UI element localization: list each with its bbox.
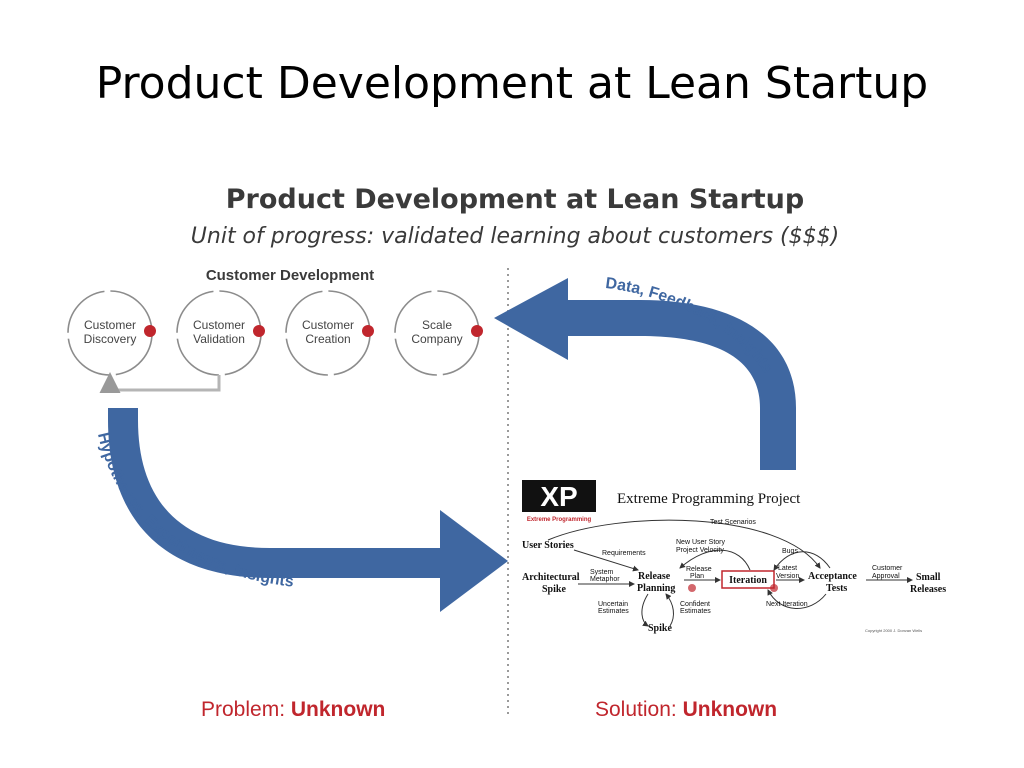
svg-text:Validation: Validation [193, 332, 245, 346]
stop-icon [362, 325, 374, 337]
xp-edge-customer-approval: Customer [872, 565, 903, 572]
stop-icon [471, 325, 483, 337]
customer-development-heading: Customer Development [206, 267, 374, 284]
figure-title: Product Development at Lean Startup [225, 184, 805, 215]
slide-title: Product Development at Lean Startup [95, 58, 929, 109]
stage-customer-validation: Customer Validation [176, 290, 265, 376]
xp-edge-confident-estimates: Confident [680, 601, 710, 608]
stage-customer-creation: Customer Creation [285, 290, 374, 376]
xp-edge-next-iteration: Next Iteration [766, 601, 808, 608]
svg-text:Version: Version [776, 573, 799, 580]
xp-logo-mark [522, 480, 596, 512]
xp-logo: XP Extreme Programming [522, 480, 596, 523]
xp-edge-new-user-story: New User Story [676, 539, 726, 546]
xp-node-iteration: Iteration [729, 575, 767, 586]
solution-label: Solution: Unknown [595, 698, 778, 721]
svg-text:Metaphor: Metaphor [590, 576, 620, 583]
xp-edge-test-scenarios: Test Scenarios [710, 519, 756, 526]
svg-text:Scale: Scale [422, 318, 452, 332]
xp-edge-latest-version: Latest [778, 565, 797, 572]
loop-back-arrow [99, 372, 221, 393]
svg-text:Releases: Releases [910, 584, 946, 595]
svg-text:XP: XP [540, 481, 577, 512]
xp-edge-requirements: Requirements [602, 550, 646, 557]
xp-title: Extreme Programming Project [617, 491, 801, 507]
xp-node-acceptance-tests: Acceptance [808, 571, 857, 582]
stop-icon [253, 325, 265, 337]
svg-text:Plan: Plan [690, 573, 704, 580]
problem-label: Problem: Unknown [201, 698, 386, 721]
xp-flow-diagram: User Stories Architectural Spike Release… [522, 519, 946, 634]
svg-text:Planning: Planning [637, 583, 675, 594]
stop-icon [144, 325, 156, 337]
svg-text:Spike: Spike [542, 584, 566, 595]
svg-text:Extreme Programming: Extreme Programming [527, 517, 592, 523]
hypotheses-arrow [108, 408, 508, 612]
svg-text:Creation: Creation [305, 332, 350, 346]
svg-text:Estimates: Estimates [598, 608, 629, 615]
svg-text:Approval: Approval [872, 573, 900, 580]
lean-startup-figure: Product Development at Lean Startup Unit… [60, 170, 970, 730]
svg-text:Discovery: Discovery [84, 332, 137, 346]
xp-node-user-stories: User Stories [522, 540, 574, 551]
stage-scale-company: Scale Company [394, 290, 483, 376]
feedback-arrow [494, 278, 796, 470]
xp-edge-bugs: Bugs [782, 548, 798, 555]
stage-customer-discovery: Customer Discovery [67, 290, 156, 376]
xp-edge-release-plan: Release [686, 566, 712, 573]
svg-text:Company: Company [411, 332, 462, 346]
svg-text:Customer: Customer [193, 318, 245, 332]
xp-iteration-box [721, 570, 775, 589]
diagram-canvas: Customer Development Customer Discovery … [67, 267, 946, 718]
xp-node-architectural-spike: Architectural [522, 572, 580, 583]
svg-text:Tests: Tests [826, 583, 847, 594]
xp-node-release-planning: Release [638, 571, 671, 582]
svg-text:Project Velocity: Project Velocity [676, 547, 724, 554]
svg-text:Estimates: Estimates [680, 608, 711, 615]
svg-text:Customer: Customer [84, 318, 136, 332]
figure-subtitle: Unit of progress: validated learning abo… [190, 224, 840, 249]
xp-node-small-releases: Small [916, 572, 941, 583]
svg-text:Customer: Customer [302, 318, 354, 332]
xp-node-spike: Spike [648, 623, 672, 634]
xp-edge-uncertain-estimates: Uncertain [598, 601, 628, 608]
xp-copyright: Copyright 2000 J. Donvan Wells [865, 628, 922, 633]
xp-edge-system-metaphor: System [590, 569, 614, 576]
